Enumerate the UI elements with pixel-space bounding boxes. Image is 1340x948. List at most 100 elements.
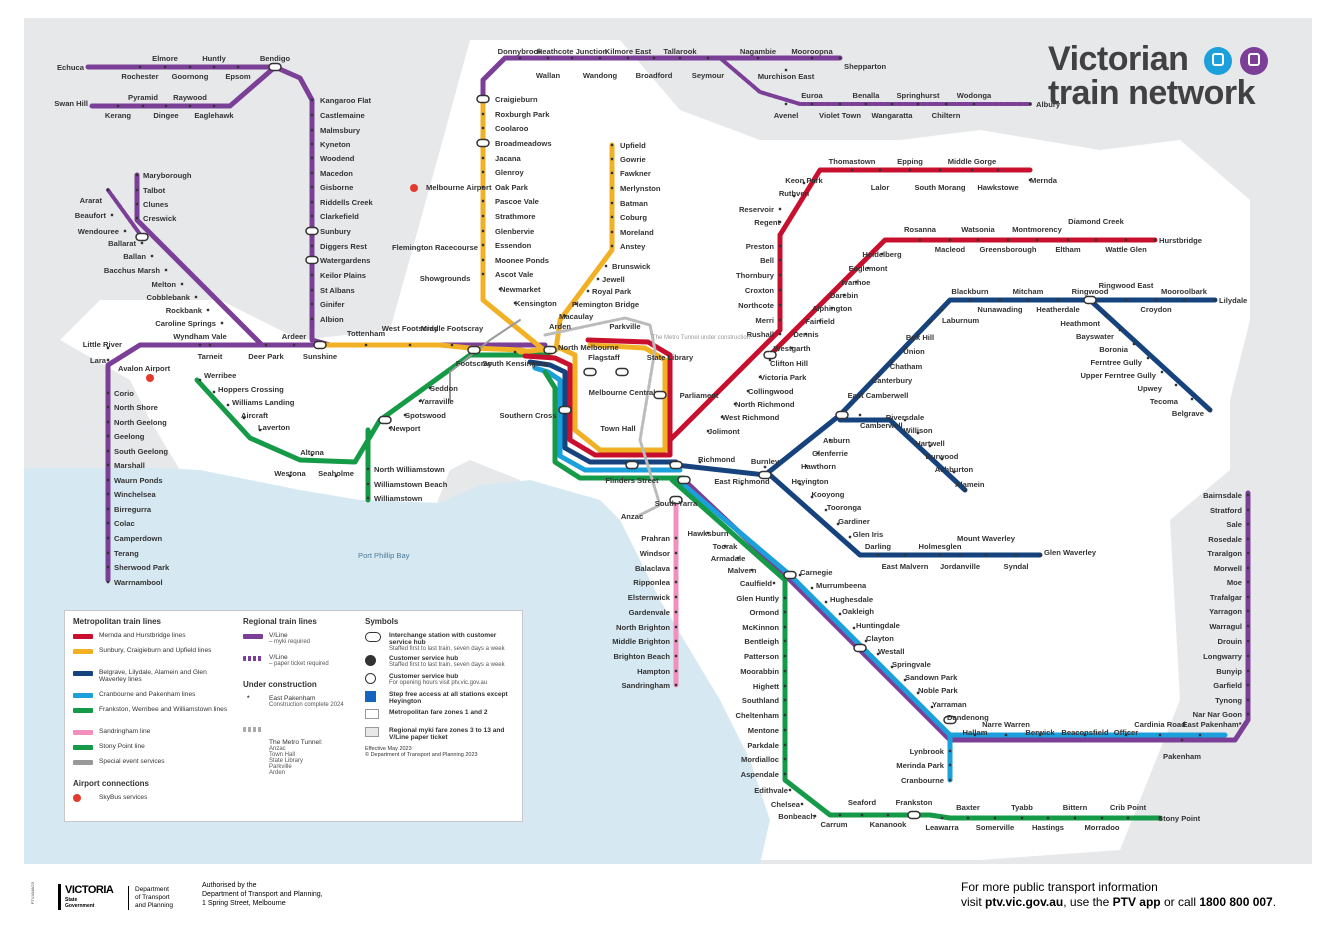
station-label-ringwood[interactable]: Ringwood — [1072, 287, 1109, 296]
station-label-cardiniaroad[interactable]: Cardinia Road — [1134, 720, 1186, 729]
station-label-kananook[interactable]: Kananook — [870, 820, 907, 829]
station-label-tottenham[interactable]: Tottenham — [347, 329, 385, 338]
station-label-nunawading[interactable]: Nunawading — [977, 305, 1023, 314]
station-label-chiltern[interactable]: Chiltern — [932, 111, 961, 120]
station-label-coolaroo[interactable]: Coolaroo — [495, 124, 529, 133]
station-label-union[interactable]: Union — [903, 347, 925, 356]
station-label-bittern[interactable]: Bittern — [1063, 803, 1088, 812]
station-label-donnybrook[interactable]: Donnybrook — [498, 47, 543, 56]
station-label-birregurra[interactable]: Birregurra — [114, 505, 152, 514]
station-label-regent[interactable]: Regent — [754, 218, 780, 227]
station-label-wyndham[interactable]: Wyndham Vale — [173, 332, 226, 341]
station-label-dennis[interactable]: Dennis — [793, 330, 818, 339]
station-label-moonee[interactable]: Moonee Ponds — [495, 256, 549, 265]
station-label-ferntreegully[interactable]: Ferntree Gully — [1091, 358, 1143, 367]
station-label-bacchus[interactable]: Bacchus Marsh — [104, 266, 160, 275]
station-label-statelib[interactable]: State Library — [647, 353, 694, 362]
station-label-hallam[interactable]: Hallam — [963, 728, 988, 737]
station-label-hurstbridge[interactable]: Hurstbridge — [1159, 236, 1202, 245]
station-label-upwey[interactable]: Upwey — [1138, 384, 1163, 393]
station-label-wallan[interactable]: Wallan — [536, 71, 561, 80]
station-label-watergardens[interactable]: Watergardens — [320, 256, 370, 265]
station-label-highett[interactable]: Highett — [753, 682, 780, 691]
station-label-mordialloc[interactable]: Mordialloc — [741, 755, 779, 764]
station-label-narrewarren[interactable]: Narre Warren — [982, 720, 1030, 729]
station-label-ginifer[interactable]: Ginifer — [320, 300, 345, 309]
station-label-rosedale[interactable]: Rosedale — [1208, 535, 1242, 544]
station-label-northrichmond[interactable]: North Richmond — [735, 400, 795, 409]
station-label-bentleigh[interactable]: Bentleigh — [744, 637, 779, 646]
station-label-newmarket[interactable]: Newmarket — [500, 285, 541, 294]
station-label-clarkefield[interactable]: Clarkefield — [320, 212, 359, 221]
station-label-thornbury[interactable]: Thornbury — [736, 271, 775, 280]
station-label-murchison[interactable]: Murchison East — [758, 72, 815, 81]
station-label-hawkstowe[interactable]: Hawkstowe — [977, 183, 1018, 192]
station-label-avenel[interactable]: Avenel — [774, 111, 799, 120]
station-label-seaford[interactable]: Seaford — [848, 798, 877, 807]
station-label-flemington[interactable]: Flemington Racecourse — [392, 243, 478, 252]
station-label-glenferrie[interactable]: Glenferrie — [812, 449, 848, 458]
station-label-armadale[interactable]: Armadale — [711, 554, 746, 563]
station-label-roxburgh[interactable]: Roxburgh Park — [495, 110, 550, 119]
station-label-eaglehawk[interactable]: Eaglehawk — [194, 111, 234, 120]
station-label-stratford[interactable]: Stratford — [1210, 506, 1242, 515]
station-label-rockbank[interactable]: Rockbank — [166, 306, 203, 315]
station-label-glenhuntly[interactable]: Glen Huntly — [736, 594, 779, 603]
station-label-macedon[interactable]: Macedon — [320, 169, 353, 178]
station-label-southerncross[interactable]: Southern Cross — [500, 411, 557, 420]
station-label-eastcamberwell[interactable]: East Camberwell — [848, 391, 909, 400]
station-label-frankston[interactable]: Frankston — [896, 798, 933, 807]
station-label-hawksburn[interactable]: Hawksburn — [688, 529, 729, 538]
station-label-wangaratta[interactable]: Wangaratta — [871, 111, 913, 120]
station-label-moe[interactable]: Moe — [1227, 578, 1242, 587]
station-label-melton[interactable]: Melton — [152, 280, 177, 289]
station-label-rushall[interactable]: Rushall — [747, 330, 774, 339]
station-label-murrumbeena[interactable]: Murrumbeena — [816, 581, 867, 590]
station-label-merri[interactable]: Merri — [755, 316, 774, 325]
station-label-northcote[interactable]: Northcote — [738, 301, 774, 310]
station-label-wandong[interactable]: Wandong — [583, 71, 618, 80]
station-label-auburn[interactable]: Auburn — [823, 436, 850, 445]
station-label-malmsbury[interactable]: Malmsbury — [320, 126, 361, 135]
station-label-tyabb[interactable]: Tyabb — [1011, 803, 1033, 812]
station-label-bendigo[interactable]: Bendigo — [260, 54, 291, 63]
station-label-burnley[interactable]: Burnley — [751, 457, 780, 466]
station-label-hawthorn[interactable]: Hawthorn — [801, 462, 836, 471]
station-label-southland[interactable]: Southland — [742, 696, 779, 705]
station-label-heyington[interactable]: Heyington — [791, 477, 828, 486]
station-label-cribpoint[interactable]: Crib Point — [1110, 803, 1147, 812]
station-label-hughesdale[interactable]: Hughesdale — [830, 595, 873, 604]
station-label-beaconsfield[interactable]: Beaconsfield — [1061, 728, 1109, 737]
station-label-collingwood[interactable]: Collingwood — [748, 387, 794, 396]
station-label-ringwoodeast[interactable]: Ringwood East — [1099, 281, 1154, 290]
station-label-glenroy[interactable]: Glenroy — [495, 168, 524, 177]
station-label-tynong[interactable]: Tynong — [1215, 696, 1242, 705]
station-label-southgeelong[interactable]: South Geelong — [114, 447, 168, 456]
station-label-clayton[interactable]: Clayton — [866, 634, 894, 643]
station-label-glenbervie[interactable]: Glenbervie — [495, 227, 534, 236]
station-label-bell[interactable]: Bell — [760, 256, 774, 265]
station-label-seaholme[interactable]: Seaholme — [318, 469, 354, 478]
station-label-malvern[interactable]: Malvern — [728, 566, 757, 575]
station-label-oakpark[interactable]: Oak Park — [495, 183, 529, 192]
station-label-camperdown[interactable]: Camperdown — [114, 534, 162, 543]
station-label-carrum[interactable]: Carrum — [820, 820, 847, 829]
station-label-eastmalvern[interactable]: East Malvern — [882, 562, 929, 571]
station-label-springhurst[interactable]: Springhurst — [896, 91, 940, 100]
station-label-mooroopna[interactable]: Mooroopna — [791, 47, 833, 56]
station-label-ashburton[interactable]: Ashburton — [935, 465, 974, 474]
station-label-geelong[interactable]: Geelong — [114, 432, 145, 441]
station-label-preston[interactable]: Preston — [746, 242, 775, 251]
station-label-parkdale[interactable]: Parkdale — [747, 741, 779, 750]
station-label-mernda[interactable]: Mernda — [1030, 176, 1058, 185]
station-label-royalpark[interactable]: Royal Park — [592, 287, 632, 296]
station-label-ruthven[interactable]: Ruthven — [779, 189, 810, 198]
station-label-aspendale[interactable]: Aspendale — [741, 770, 779, 779]
station-label-riddells[interactable]: Riddells Creek — [320, 198, 374, 207]
station-label-huntingdale[interactable]: Huntingdale — [856, 621, 900, 630]
station-label-burwood[interactable]: Burwood — [926, 452, 959, 461]
station-label-batman[interactable]: Batman — [620, 199, 648, 208]
station-label-fawkner[interactable]: Fawkner — [620, 169, 651, 178]
station-label-albury[interactable]: Albury — [1036, 100, 1061, 109]
station-label-thomastown[interactable]: Thomastown — [829, 157, 876, 166]
